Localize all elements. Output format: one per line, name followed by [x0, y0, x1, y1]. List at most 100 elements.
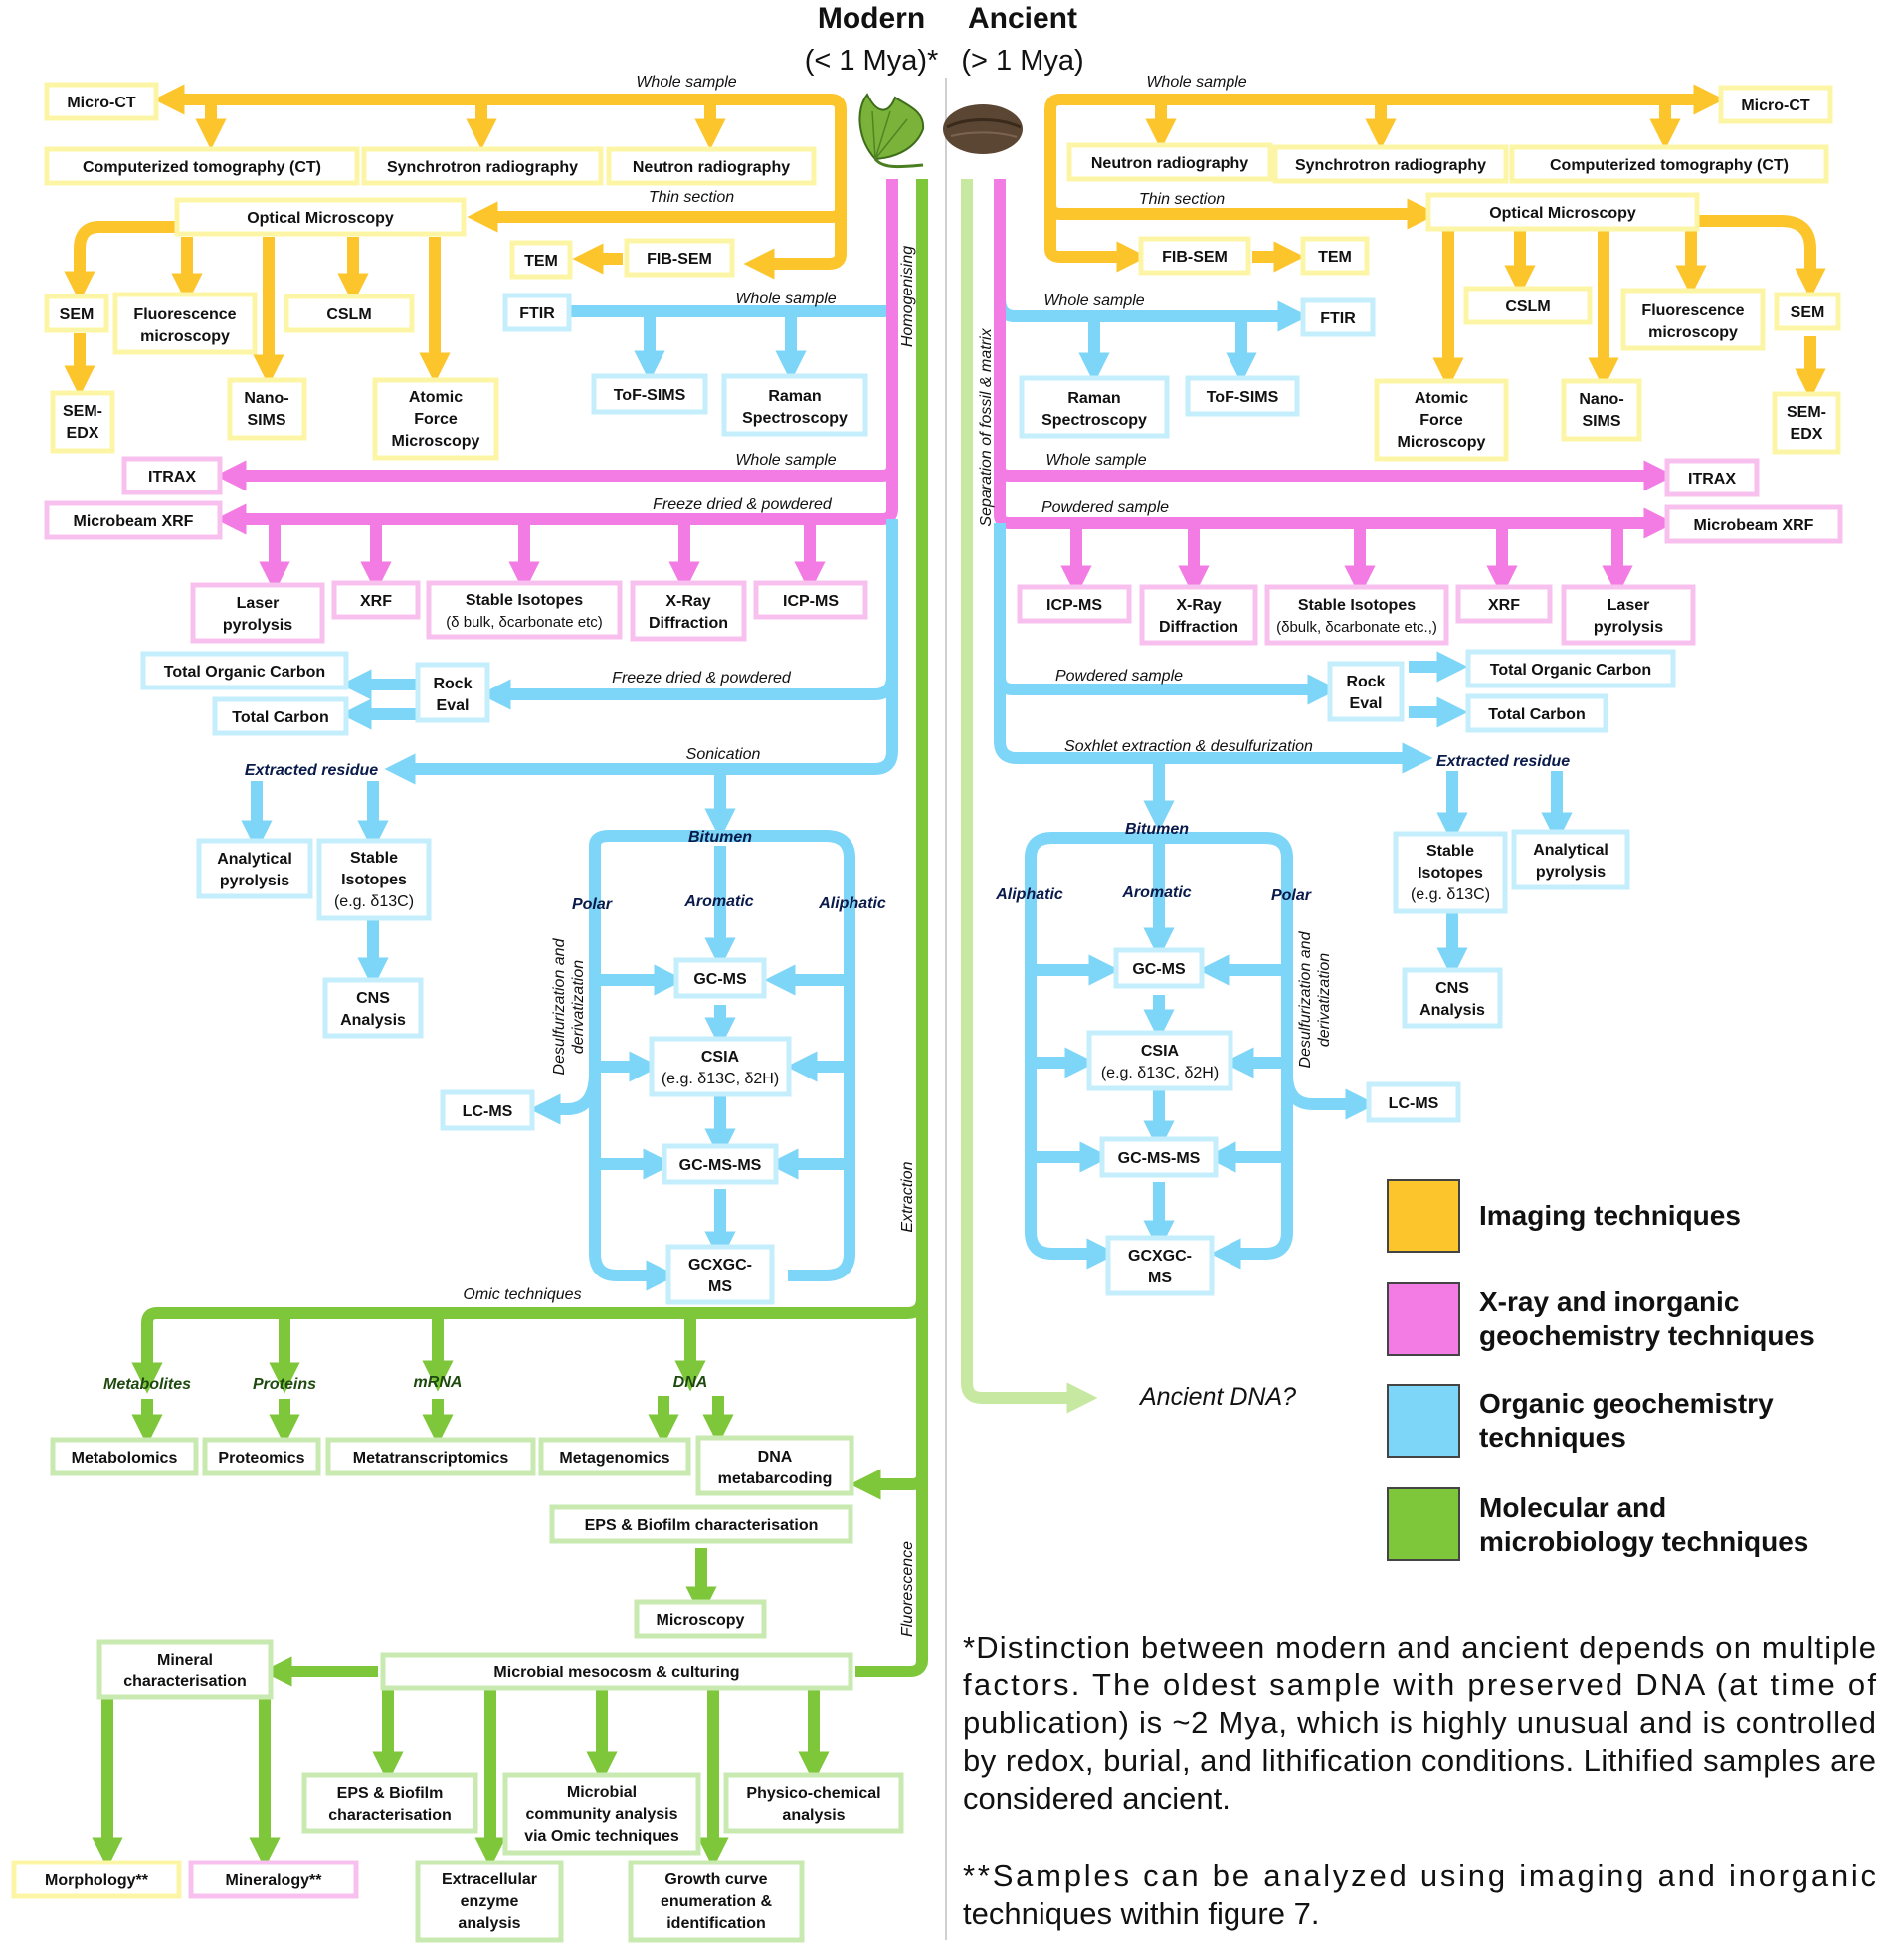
ct-label: Computerized tomography (CT): [83, 159, 321, 176]
anc-itrax-label: ITRAX: [1688, 471, 1736, 488]
a-extracted-residue-label: Extracted residue: [1436, 753, 1570, 770]
morphology-label: Morphology**: [45, 1872, 149, 1889]
tem-label: TEM: [524, 253, 558, 270]
raman-label-1: Raman: [768, 388, 821, 405]
legend-swatch-molecular: [1387, 1487, 1460, 1561]
sem-label: SEM: [60, 306, 95, 323]
afm-label-1: Atomic: [409, 389, 463, 406]
tc-label: Total Carbon: [232, 709, 328, 726]
raman-label-2: Spectroscopy: [742, 410, 848, 427]
anc-tc-label: Total Carbon: [1488, 706, 1585, 723]
m-thin-section-label: Thin section: [649, 189, 734, 206]
flow-labels: Whole sample Thin section Whole sample W…: [103, 74, 1570, 1637]
anc-stable-isotopes-label-1: Stable Isotopes: [1298, 597, 1416, 614]
m-polar-label: Polar: [572, 896, 613, 913]
afm-label-3: Microscopy: [392, 433, 480, 450]
eps-biofilm-label: EPS & Biofilm characterisation: [585, 1517, 819, 1534]
m-whole-sample-organic-label: Whole sample: [735, 291, 836, 307]
anc-cslm-label: CSLM: [1505, 298, 1550, 315]
legend-xray-label-2: geochemistry techniques: [1479, 1320, 1815, 1351]
anc-raman-label-1: Raman: [1067, 390, 1120, 407]
anc-optical-label: Optical Microscopy: [1489, 205, 1636, 222]
legend-swatch-xray: [1387, 1282, 1460, 1356]
anc-sem-edx-label-2: EDX: [1791, 426, 1823, 443]
nanosims-label-1: Nano-: [244, 390, 288, 407]
optical-label: Optical Microscopy: [247, 210, 394, 227]
legend-organic-label-1: Organic geochemistry: [1479, 1388, 1774, 1419]
microbeam-label: Microbeam XRF: [74, 513, 194, 530]
icp-ms-label: ICP-MS: [783, 593, 839, 610]
a-aromatic-label: Aromatic: [1121, 884, 1191, 901]
anc-laser-label-2: pyrolysis: [1594, 619, 1663, 636]
dna-metabarcoding-label-2: metabarcoding: [718, 1470, 833, 1487]
a-polar-label: Polar: [1271, 887, 1312, 904]
anc-ct-label: Computerized tomography (CT): [1550, 157, 1789, 174]
xray-diffraction-label-1: X-Ray: [665, 593, 710, 610]
rock-eval-label-2: Eval: [437, 697, 470, 714]
a-whole-sample-organic-label: Whole sample: [1043, 293, 1144, 309]
note1-line-5: considered ancient.: [963, 1781, 1230, 1816]
anc-tof-sims-label: ToF-SIMS: [1207, 389, 1279, 406]
ancient-boxes: Micro-CT Neutron radiography Synchrotron…: [1017, 85, 1843, 1296]
anc-xrf-label: XRF: [1488, 597, 1520, 614]
stable-iso-label-2: Isotopes: [341, 872, 407, 888]
a-soxhlet-label: Soxhlet extraction & desulfurization: [1064, 738, 1313, 755]
modern-boxes: Micro-CT Computerized tomography (CT) Sy…: [11, 82, 904, 1943]
anc-sem-edx-label-1: SEM-: [1787, 404, 1826, 421]
a-bitumen-label: Bitumen: [1125, 821, 1189, 838]
m-dna-label: DNA: [673, 1374, 708, 1391]
cns-label-2: Analysis: [340, 1012, 406, 1029]
legend-molecular-label-1: Molecular and: [1479, 1492, 1666, 1523]
metabolomics-label: Metabolomics: [72, 1450, 178, 1467]
dna-metabarcoding-label-1: DNA: [758, 1449, 793, 1466]
community-analysis-label-3: via Omic techniques: [524, 1828, 679, 1845]
physico-chemical-label-1: Physico-chemical: [746, 1785, 880, 1802]
m-desulf-label-2: derivatization: [570, 960, 587, 1054]
mineral-characterisation-label-2: characterisation: [123, 1673, 247, 1690]
legend-swatch-organic: [1387, 1384, 1460, 1458]
csia-label-2: (e.g. δ13C, δ2H): [662, 1071, 779, 1087]
anc-gcxgc-label-1: GCXGC-: [1128, 1248, 1192, 1265]
legend: Imaging techniques X-ray and inorganic g…: [1387, 1179, 1815, 1561]
enzyme-label-2: enzyme: [461, 1893, 519, 1910]
growth-curve-label-2: enumeration &: [661, 1893, 772, 1910]
anc-laser-label-1: Laser: [1608, 597, 1650, 614]
anc-afm-label-1: Atomic: [1415, 390, 1468, 407]
anc-xray-diffraction-label-1: X-Ray: [1176, 597, 1221, 614]
lc-ms-label: LC-MS: [463, 1103, 513, 1120]
a-thin-section-label: Thin section: [1139, 191, 1225, 208]
anc-rock-eval-label-2: Eval: [1350, 695, 1383, 712]
anc-csia-label-2: (e.g. δ13C, δ2H): [1101, 1065, 1219, 1081]
m-whole-sample-xray-label: Whole sample: [735, 452, 836, 469]
note1-line-3: publication) is ~2 Mya, which is highly …: [963, 1705, 1876, 1740]
fib-sem-label: FIB-SEM: [647, 251, 712, 268]
eps-biofilm2-label-2: characterisation: [328, 1807, 452, 1824]
anc-microbeam-label: Microbeam XRF: [1694, 517, 1814, 534]
a-separation-label: Separation of fossil & matrix: [978, 327, 995, 526]
m-metabolites-label: Metabolites: [103, 1376, 191, 1393]
ftir-label: FTIR: [519, 305, 555, 322]
nanosims-label-2: SIMS: [247, 412, 285, 429]
m-omic-label: Omic techniques: [463, 1286, 581, 1303]
anc-cns-label-2: Analysis: [1419, 1002, 1485, 1019]
anc-raman-label-2: Spectroscopy: [1041, 412, 1147, 429]
header: Modern (< 1 Mya)* Ancient (> 1 Mya): [805, 2, 1084, 1940]
neutron-label: Neutron radiography: [633, 159, 790, 176]
legend-organic-label-2: techniques: [1479, 1422, 1626, 1453]
anc-afm-label-2: Force: [1419, 412, 1463, 429]
toc-label: Total Organic Carbon: [164, 664, 325, 681]
laser-label-2: pyrolysis: [223, 617, 292, 634]
ancient-subtitle: (> 1 Mya): [961, 45, 1083, 77]
anc-ftir-label: FTIR: [1320, 310, 1356, 327]
anc-icp-ms-label: ICP-MS: [1046, 597, 1102, 614]
metatranscriptomics-label: Metatranscriptomics: [353, 1450, 509, 1467]
m-fluorescence-flow-label: Fluorescence: [899, 1541, 916, 1637]
gcxgc-label-1: GCXGC-: [688, 1257, 752, 1274]
tof-sims-label: ToF-SIMS: [614, 387, 686, 404]
fluorescence-label-1: Fluorescence: [133, 306, 236, 323]
micro-ct-label: Micro-CT: [67, 95, 136, 111]
enzyme-label-1: Extracellular: [442, 1871, 537, 1888]
cslm-label: CSLM: [326, 306, 371, 323]
ginkgo-leaf-icon: [858, 93, 925, 169]
sem-edx-label-2: EDX: [67, 425, 99, 442]
